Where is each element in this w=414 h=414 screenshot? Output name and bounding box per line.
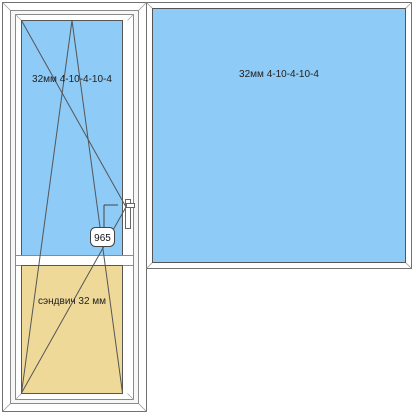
door-panel-label: сэндвич 32 мм [38, 296, 106, 307]
dimension-ticks [103, 204, 118, 228]
opening-size-text: 965 [94, 233, 111, 244]
window-frame-bevels [146, 2, 412, 269]
door-sandwich-panel [21, 265, 123, 394]
fixed-window[interactable]: 32мм 4-10-4-10-4 [146, 2, 412, 269]
door-frame-bevels [2, 2, 147, 412]
door-sash-bevels [15, 14, 134, 400]
window-glass [152, 8, 406, 263]
window-glass-label: 32мм 4-10-4-10-4 [239, 69, 319, 80]
door-glass [21, 20, 123, 256]
door-handle[interactable] [125, 199, 135, 229]
opening-size-badge: 965 [90, 227, 115, 247]
door-impost [15, 255, 134, 266]
balcony-door[interactable]: 965 32мм 4-10-4-10-4 сэндвич 32 мм [2, 2, 147, 412]
door-glass-label: 32мм 4-10-4-10-4 [32, 74, 112, 85]
